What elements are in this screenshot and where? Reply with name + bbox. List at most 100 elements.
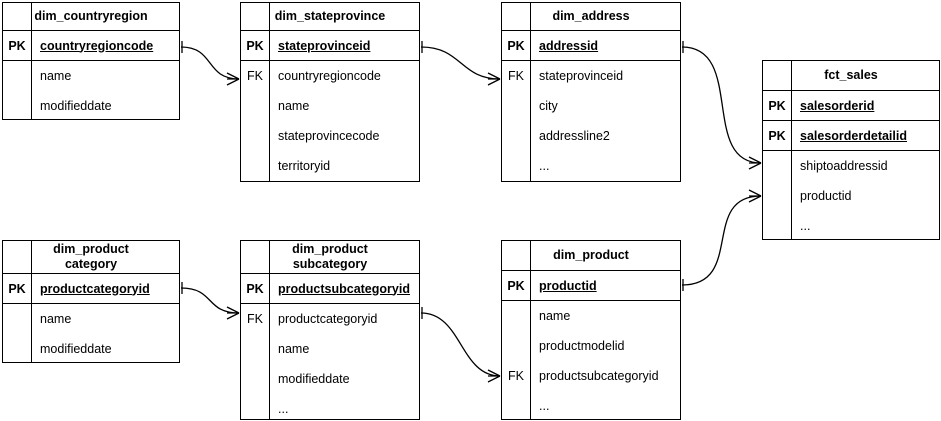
key-row-dim_countryregion-countryregioncode[interactable]: PK countryregioncode (3, 3, 179, 119)
attribute-name: salesorderdetailid (800, 128, 907, 143)
cardinality-many-marker (748, 156, 762, 170)
attribute-name: shiptoaddressid (800, 159, 888, 173)
key-row-dim_address-addressid[interactable]: PK addressid (502, 3, 680, 181)
cardinality-many-marker (487, 369, 501, 383)
key-label: PK (246, 281, 264, 296)
relationship-rel-productcategory-subcategory (180, 282, 240, 320)
attribute-name: addressid (539, 38, 599, 53)
key-label (3, 304, 31, 334)
key-label (241, 91, 269, 121)
key-label: PK (507, 278, 525, 293)
attribute-row-dim_productsubcategory-more[interactable]: ... (241, 394, 419, 421)
attribute-row-dim_productcategory-name[interactable]: name (3, 304, 179, 334)
key-column-divider (269, 304, 270, 418)
attribute-name: productid (800, 189, 852, 203)
attribute-row-dim_product-productmodelid[interactable]: productmodelid (502, 331, 680, 361)
attribute-row-dim_address-city[interactable]: city (502, 91, 680, 121)
attribute-row-fct_sales-shiptoaddressid[interactable]: shiptoaddressid (763, 151, 939, 181)
key-label (502, 91, 530, 121)
entity-title-dim_stateprovince: dim_stateprovince (241, 3, 419, 31)
attribute-row-dim_productsubcategory-modifieddate[interactable]: modifieddate (241, 364, 419, 394)
attribute-block-dim_stateprovince: FK countryregioncode name stateprovincecode… (241, 61, 419, 180)
attribute-name: productmodelid (539, 339, 625, 353)
key-label (502, 391, 530, 421)
attribute-row-dim_product-more[interactable]: ... (502, 391, 680, 421)
relationship-rel-stateprovince-address (420, 41, 501, 86)
key-label (241, 394, 269, 421)
key-label (502, 121, 530, 151)
attribute-row-fct_sales-productid[interactable]: productid (763, 181, 939, 211)
relationship-rel-address-fctsales (681, 41, 762, 170)
attribute-row-dim_countryregion-modifieddate[interactable]: modifieddate (3, 91, 179, 121)
attribute-name: name (278, 99, 310, 113)
attribute-row-dim_address-more[interactable]: ... (502, 151, 680, 181)
attribute-row-dim_productsubcategory-name[interactable]: name (241, 334, 419, 364)
attribute-row-dim_productcategory-modifieddate[interactable]: modifieddate (3, 334, 179, 364)
attribute-name: modifieddate (40, 342, 112, 356)
key-label: PK (768, 128, 786, 143)
attribute-name: city (539, 99, 558, 113)
attribute-row-fct_sales-more[interactable]: ... (763, 211, 939, 241)
cardinality-many-marker (226, 306, 240, 320)
attribute-name: addressline2 (539, 129, 610, 143)
attribute-block-dim_productcategory: name modifieddate (3, 304, 179, 361)
key-label (3, 91, 31, 121)
attribute-name: countryregioncode (278, 69, 381, 83)
key-label (502, 151, 530, 181)
key-label: FK (247, 69, 263, 83)
key-label (3, 334, 31, 364)
attribute-name: name (278, 342, 310, 356)
key-row-fct_sales-salesorderdetailid[interactable]: PK salesorderdetailid (763, 61, 939, 239)
key-label: PK (768, 98, 786, 113)
attribute-row-dim_product-name[interactable]: name (502, 301, 680, 331)
key-column-divider (31, 304, 32, 361)
entity-title-dim_countryregion: dim_countryregion (3, 3, 179, 31)
cardinality-many-marker (748, 189, 762, 203)
key-label (502, 331, 530, 361)
entity-title-dim_address: dim_address (502, 3, 680, 31)
key-label: FK (247, 312, 263, 326)
key-label (502, 301, 530, 331)
key-label (763, 211, 791, 241)
attribute-name: name (40, 312, 72, 326)
attribute-row-dim_stateprovince-territoryid[interactable]: territoryid (241, 151, 419, 181)
attribute-name: countryregioncode (40, 38, 154, 53)
attribute-row-dim_address-addressline2[interactable]: addressline2 (502, 121, 680, 151)
attribute-name: ... (539, 399, 550, 413)
key-label: PK (8, 38, 26, 53)
attribute-name: ... (278, 402, 289, 416)
key-column-divider (31, 241, 32, 362)
key-label: PK (507, 38, 525, 53)
attribute-name: ... (539, 159, 550, 173)
attribute-row-dim_stateprovince-countryregioncode[interactable]: FK countryregioncode (241, 61, 419, 91)
relationship-rel-subcategory-product (420, 307, 501, 383)
attribute-row-dim_stateprovince-name[interactable]: name (241, 91, 419, 121)
key-label (241, 151, 269, 181)
attribute-row-dim_countryregion-name[interactable]: name (3, 61, 179, 91)
attribute-name: stateprovinceid (539, 69, 624, 83)
relationship-line (681, 195, 762, 286)
key-label (3, 61, 31, 91)
entity-title-dim_productcategory: dim_product category (3, 241, 179, 274)
attribute-row-dim_stateprovince-stateprovincecode[interactable]: stateprovincecode (241, 121, 419, 151)
key-column-divider (791, 61, 792, 239)
attribute-name: stateprovincecode (278, 129, 380, 143)
